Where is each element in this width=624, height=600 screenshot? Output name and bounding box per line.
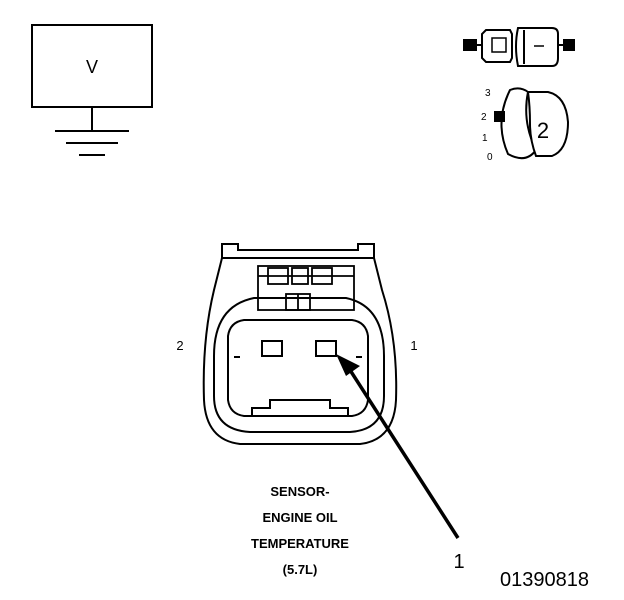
- selected-setting-value: 2: [537, 118, 549, 143]
- caption-line-2: ENGINE OIL: [262, 510, 337, 525]
- pin-label-2: 2: [176, 338, 183, 353]
- connector-cavity: [227, 319, 369, 417]
- connector-latch: [221, 243, 375, 258]
- voltmeter-label: V: [86, 57, 98, 77]
- callout-arrow-icon: [336, 354, 460, 539]
- caption-line-1: SENSOR-: [270, 484, 329, 499]
- setting-scale-2: 2: [481, 112, 487, 123]
- connector-key: [251, 399, 349, 416]
- setting-scale-0: 0: [487, 152, 493, 163]
- connector-housing: [202, 257, 398, 445]
- caption-line-4: (5.7L): [283, 562, 318, 577]
- probe-setting-selector: 3 2 1 0 2: [481, 87, 570, 163]
- component-caption: SENSOR- ENGINE OIL TEMPERATURE (5.7L): [251, 484, 349, 577]
- pin-label-1: 1: [410, 338, 417, 353]
- figure-id: 01390818: [500, 569, 589, 591]
- voltmeter-symbol: V: [31, 24, 153, 156]
- terminal-cavity-1: [315, 340, 337, 357]
- setting-scale-3: 3: [485, 88, 491, 99]
- connector-face: [202, 243, 398, 445]
- connector-shroud: [213, 297, 385, 433]
- setting-scale-1: 1: [482, 133, 488, 144]
- probe-icon: [463, 27, 575, 67]
- callout-number: 1: [453, 551, 464, 573]
- selector-dial-icon: [494, 87, 570, 160]
- caption-line-3: TEMPERATURE: [251, 536, 349, 551]
- ground-icon: [55, 107, 129, 156]
- terminal-cavity-2: [261, 340, 283, 357]
- connector-lock-tab: [257, 265, 355, 311]
